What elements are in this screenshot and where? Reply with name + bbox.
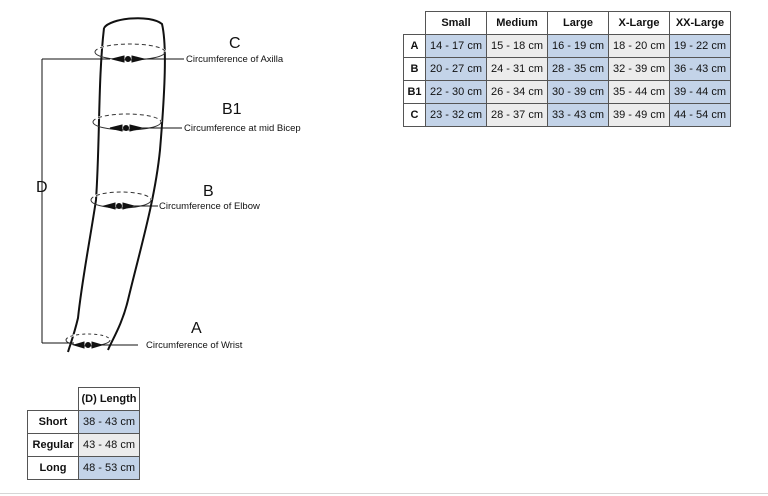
table-cell: 23 - 32 cm [425,103,487,127]
table-cell: 14 - 17 cm [425,34,487,58]
caption-wrist: Circumference of Wrist [146,340,243,351]
table-cell: 26 - 34 cm [486,80,548,104]
caption-mid-bicep: Circumference at mid Bicep [184,123,301,134]
table-cell: 28 - 35 cm [547,57,609,81]
table-row: Long 48 - 53 cm [27,456,140,480]
col-header-xlarge: X-Large [608,11,670,35]
caption-axilla: Circumference of Axilla [186,54,284,65]
table-cell: 39 - 44 cm [669,80,731,104]
table-cell: 43 - 48 cm [78,433,140,457]
bottom-divider [0,493,768,494]
arm-measurement-diagram: C B1 B A D Circumference of Axilla Circu… [36,17,301,353]
label-a: A [191,320,202,337]
table-row: B1 22 - 30 cm 26 - 34 cm 30 - 39 cm 35 -… [403,80,731,104]
length-size-table: (D) Length Short 38 - 43 cm Regular 43 -… [27,387,140,480]
table-row: Short 38 - 43 cm [27,410,140,434]
table-cell: 18 - 20 cm [608,34,670,58]
table-cell: 36 - 43 cm [669,57,731,81]
table-cell: 39 - 49 cm [608,103,670,127]
row-header: Regular [27,433,79,457]
wrist-marker [72,341,138,349]
table-corner [27,387,79,411]
row-header: Short [27,410,79,434]
col-header-xxlarge: XX-Large [669,11,731,35]
table-row: C 23 - 32 cm 28 - 37 cm 33 - 43 cm 39 - … [403,103,731,127]
caption-elbow: Circumference of Elbow [159,201,260,212]
table-cell: 44 - 54 cm [669,103,731,127]
col-header-large: Large [547,11,609,35]
label-b1: B1 [222,101,242,118]
row-header: A [403,34,426,58]
table-cell: 19 - 22 cm [669,34,731,58]
elbow-marker [102,202,158,210]
table-corner [403,11,426,35]
col-header-small: Small [425,11,487,35]
table-cell: 38 - 43 cm [78,410,140,434]
table-cell: 22 - 30 cm [425,80,487,104]
table-cell: 15 - 18 cm [486,34,548,58]
table-cell: 16 - 19 cm [547,34,609,58]
col-header-length: (D) Length [78,387,140,411]
row-header: Long [27,456,79,480]
table-header-row: Small Medium Large X-Large XX-Large [403,11,731,35]
col-header-medium: Medium [486,11,548,35]
table-cell: 33 - 43 cm [547,103,609,127]
label-d: D [36,179,48,196]
table-row: A 14 - 17 cm 15 - 18 cm 16 - 19 cm 18 - … [403,34,731,58]
table-cell: 28 - 37 cm [486,103,548,127]
label-b: B [203,183,214,200]
table-cell: 35 - 44 cm [608,80,670,104]
row-header: C [403,103,426,127]
table-cell: 20 - 27 cm [425,57,487,81]
table-cell: 30 - 39 cm [547,80,609,104]
row-header: B [403,57,426,81]
bicep-marker [109,124,182,132]
axilla-marker [111,55,184,63]
arm-outline [67,17,166,353]
label-c: C [229,35,241,52]
table-cell: 48 - 53 cm [78,456,140,480]
table-cell: 24 - 31 cm [486,57,548,81]
circumference-size-table: Small Medium Large X-Large XX-Large A 14… [403,11,731,127]
table-header-row: (D) Length [27,387,140,411]
table-cell: 32 - 39 cm [608,57,670,81]
row-header: B1 [403,80,426,104]
length-bracket [41,58,110,344]
table-row: Regular 43 - 48 cm [27,433,140,457]
table-row: B 20 - 27 cm 24 - 31 cm 28 - 35 cm 32 - … [403,57,731,81]
